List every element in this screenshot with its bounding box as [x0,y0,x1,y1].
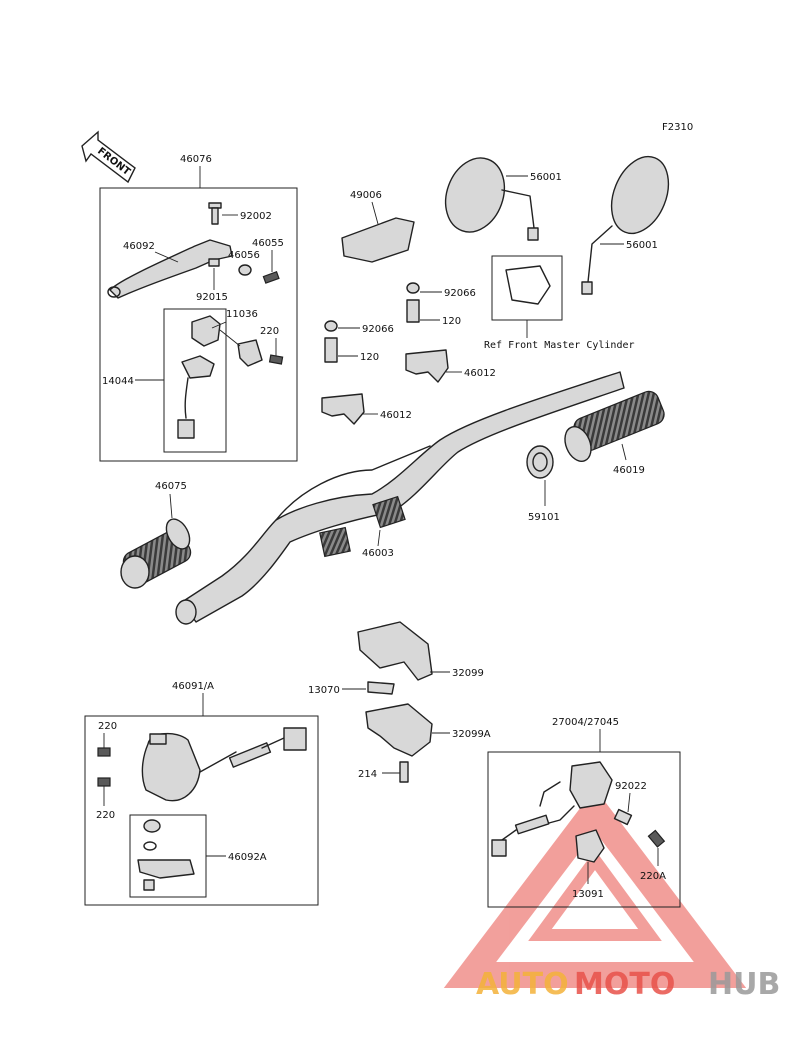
label-46092A: 46092A [228,852,267,863]
washer-92066-a [406,282,420,294]
left-switch-group-box [84,715,319,906]
label-13091: 13091 [572,889,604,900]
label-46092: 46092 [123,241,155,252]
label-120-b: 120 [360,352,379,363]
label-46019: 46019 [613,465,645,476]
label-59101: 59101 [528,512,560,523]
label-46056: 46056 [228,250,260,261]
watermark-moto: MOTO [574,967,675,1002]
screw-220-left1 [97,747,111,757]
watermark-triangle-logo [443,788,747,988]
label-92022: 92022 [615,781,647,792]
label-32099: 32099 [452,668,484,679]
switch-subgroup-box [163,308,227,453]
screw-220-left2 [97,777,111,787]
nut-92015 [208,258,220,267]
right-handlebar-switch [491,761,613,857]
part-13070 [367,681,395,695]
label-11036: 11036 [226,309,258,320]
right-switch-group-box [487,751,681,908]
master-cylinder-ref-box [491,255,563,321]
bolt-120-b [324,337,338,363]
part-46056 [238,264,252,276]
ref-note: Ref Front Master Cylinder [484,340,635,351]
washer-92066-b [324,320,338,332]
holder-46012-a [405,349,449,383]
label-46012-b: 46012 [380,410,412,421]
label-46012-a: 46012 [464,368,496,379]
label-46055: 46055 [252,238,284,249]
screw-220A [647,829,666,848]
front-direction-arrow: FRONT [81,130,136,184]
clutch-lever-part [107,239,233,299]
master-cylinder-clamp [505,265,551,305]
left-mirror-56001 [444,157,539,241]
label-92066-b: 92066 [362,324,394,335]
label-220-top: 220 [260,326,279,337]
label-214: 214 [358,769,377,780]
label-92066-a: 92066 [444,288,476,299]
screw-220-top [268,354,284,365]
label-49006: 49006 [350,190,382,201]
handlebar-46003 [175,371,625,625]
choke-lever-46092A [137,819,195,891]
bolt-92002 [208,202,222,225]
figure-code: F2310 [662,122,693,133]
label-14044: 14044 [102,376,134,387]
cover-49006 [341,217,415,263]
bolt-120-a [406,299,420,323]
watermark-wordmark: AUTO MOTO HUB [476,967,780,1002]
part-92022 [613,808,633,826]
label-120-a: 120 [442,316,461,327]
label-220-left1: 220 [98,721,117,732]
part-13091 [575,829,605,863]
label-56001-b: 56001 [626,240,658,251]
right-grip-46019 [564,390,665,462]
label-13070: 13070 [308,685,340,696]
bracket-11036 [237,339,263,367]
label-92002: 92002 [240,211,272,222]
sub-lever-box [129,814,207,898]
left-handlebar-switch [141,727,307,802]
right-mirror-56001 [581,155,670,295]
watermark-hub: HUB [708,967,780,1002]
label-46075: 46075 [155,481,187,492]
clutch-lever-group-box [99,187,298,462]
label-46076: 46076 [180,154,212,165]
label-46003: 46003 [362,548,394,559]
label-46091A: 46091/A [172,681,214,692]
label-220A: 220A [640,871,666,882]
label-32099A: 32099A [452,729,491,740]
housing-32099 [357,621,433,681]
watermark-auto: AUTO [476,967,569,1002]
label-220-left2: 220 [96,810,115,821]
screw-214 [399,761,409,783]
label-27004-27045: 27004/27045 [552,717,619,728]
clutch-switch-part [177,315,221,439]
label-92015: 92015 [196,292,228,303]
left-grip-46075 [120,518,192,589]
screw-46055 [262,271,280,284]
housing-32099A [365,703,433,757]
collar-59101 [526,445,554,479]
holder-46012-b [321,393,365,425]
label-56001-a: 56001 [530,172,562,183]
